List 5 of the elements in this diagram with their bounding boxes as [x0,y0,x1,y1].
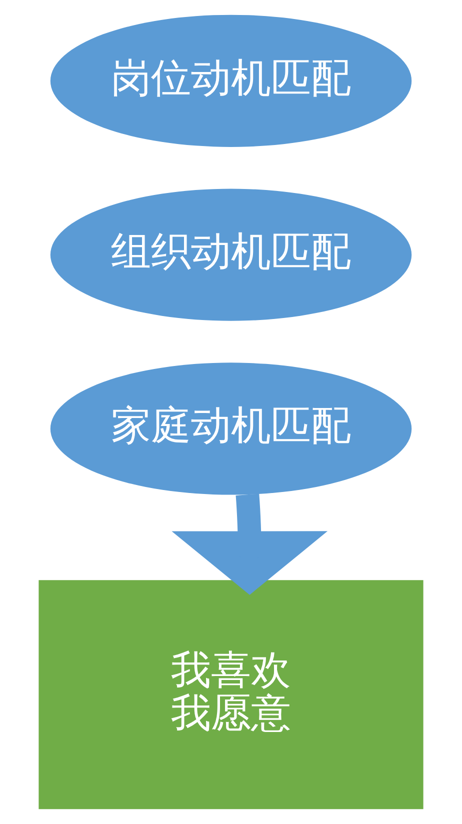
arrow [172,494,328,595]
node-ellipse: 家庭动机匹配 [50,362,412,495]
node-ellipse: 岗位动机匹配 [50,14,412,147]
node-box: 我喜欢 我愿意 [38,580,424,810]
node-ellipse: 组织动机匹配 [50,188,412,321]
